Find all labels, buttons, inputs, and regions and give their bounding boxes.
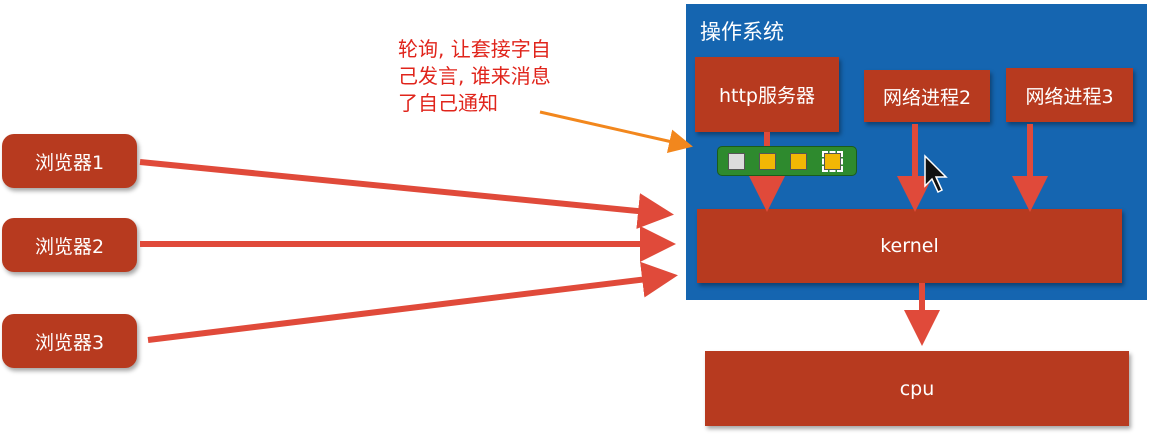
browser-3: 浏览器3 xyxy=(2,314,137,368)
cpu-box: cpu xyxy=(705,351,1129,426)
os-title: 操作系统 xyxy=(700,20,784,44)
net-process-2-box: 网络进程2 xyxy=(864,70,990,122)
note-line: 己发言, 谁来消息 xyxy=(398,64,551,88)
note-line: 轮询, 让套接字自 xyxy=(398,37,551,61)
arrow-browser3-kernel xyxy=(147,261,678,343)
note-pointer-arrow xyxy=(539,110,693,154)
note-line: 了自己通知 xyxy=(398,91,498,115)
socket-icon xyxy=(759,153,776,170)
kernel-box: kernel xyxy=(697,209,1122,283)
socket-strip xyxy=(717,146,857,176)
annotation-note: 轮询, 让套接字自 己发言, 谁来消息 了自己通知 xyxy=(398,36,588,117)
net-process-3-box: 网络进程3 xyxy=(1006,68,1133,122)
socket-icon xyxy=(790,153,807,170)
mouse-cursor-icon xyxy=(924,154,948,194)
http-server-box: http服务器 xyxy=(695,57,839,132)
socket-icon xyxy=(822,151,843,172)
browser-2: 浏览器2 xyxy=(2,218,137,272)
socket-icon xyxy=(728,153,745,170)
browser-1: 浏览器1 xyxy=(2,134,137,188)
arrow-browser1-kernel xyxy=(139,159,674,229)
